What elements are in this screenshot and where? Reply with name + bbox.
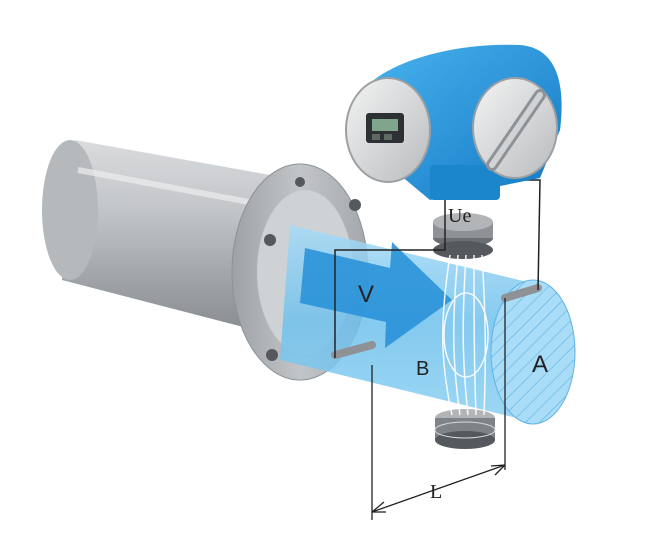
voltage-label: Ue: [448, 205, 471, 227]
lower-coil: [434, 409, 496, 449]
flow-arrow: [300, 242, 452, 348]
cross-section-area: [490, 279, 576, 425]
bolt-hole: [266, 349, 278, 361]
transmitter-housing: [345, 44, 562, 200]
bolt-hole: [295, 177, 305, 187]
length-dimension: [371, 298, 506, 520]
electrode-right: [501, 284, 542, 302]
terminal-cover: [472, 77, 558, 179]
magnetic-field-lines: [441, 254, 489, 416]
length-label: L: [430, 481, 442, 503]
pipe-body: [42, 140, 270, 330]
bolt-hole: [349, 199, 361, 211]
velocity-label: V: [358, 281, 374, 308]
display-cover: [345, 77, 431, 183]
field-label: B: [416, 358, 429, 380]
upper-coil: [433, 213, 493, 259]
electrode-left: [331, 341, 376, 359]
bolt-hole: [264, 234, 276, 246]
area-label: A: [532, 351, 548, 378]
